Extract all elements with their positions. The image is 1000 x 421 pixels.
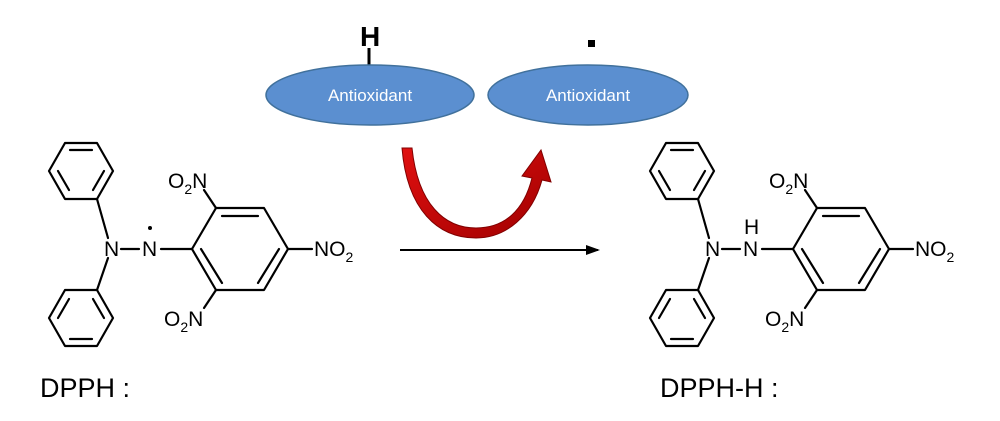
svg-text:NO2: NO2	[314, 238, 354, 265]
antioxidant-label-after: Antioxidant	[546, 86, 630, 105]
phenyl-ring-top-product	[648, 141, 716, 201]
svg-text:O2N: O2N	[168, 170, 207, 197]
atom-n2: N	[142, 238, 157, 261]
atom-n2-product: N	[743, 238, 758, 261]
antioxidant-pill-after	[487, 64, 689, 126]
phenyl-ring-top	[47, 141, 115, 201]
substituent-right-product: NO2	[915, 238, 955, 265]
dpph-h-molecule: N N H O2N NO2 O2N DPPH-H :	[648, 141, 955, 403]
atom-h-product: H	[744, 216, 759, 239]
substituent-top-product: O2N	[769, 170, 808, 197]
atom-n1-product: N	[705, 238, 720, 261]
antioxidant-h-group: H Antioxidant	[265, 21, 475, 126]
substituent-top: O2N	[168, 170, 207, 197]
hydrogen-symbol: H	[360, 21, 380, 52]
picryl-ring	[190, 206, 290, 292]
antioxidant-radical-group: Antioxidant	[487, 40, 689, 126]
substituent-right: NO2	[314, 238, 354, 265]
phenyl-ring-bottom	[47, 288, 115, 348]
atom-n1: N	[104, 238, 119, 261]
substituent-bottom-product: O2N	[765, 308, 804, 335]
svg-text:O2N: O2N	[765, 308, 804, 335]
svg-text:NO2: NO2	[915, 238, 955, 265]
svg-text:O2N: O2N	[164, 308, 203, 335]
antioxidant-label-before: Antioxidant	[328, 86, 412, 105]
radical-dot-marker	[588, 40, 595, 47]
dpph-caption: DPPH :	[40, 373, 130, 403]
substituent-bottom: O2N	[164, 308, 203, 335]
antioxidant-pill-before	[265, 64, 475, 126]
red-curved-arrow	[401, 147, 552, 239]
picryl-ring-product	[791, 206, 891, 292]
svg-text:O2N: O2N	[769, 170, 808, 197]
phenyl-ring-bottom-product	[648, 288, 716, 348]
radical-dot	[148, 226, 152, 230]
dpph-molecule: N N O2N NO2 O2N DPPH :	[40, 141, 354, 403]
dpph-h-caption: DPPH-H :	[660, 373, 779, 403]
